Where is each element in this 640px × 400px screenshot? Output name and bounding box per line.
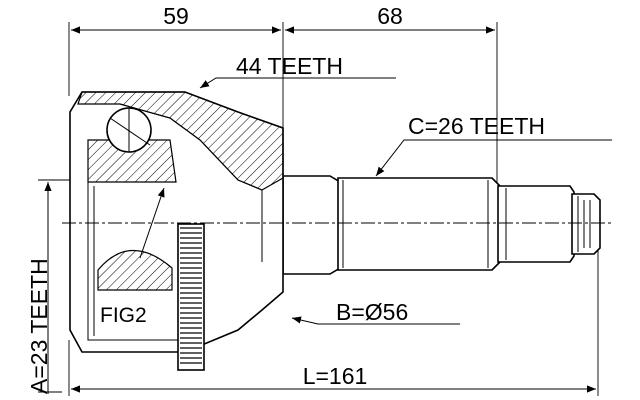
seal-diameter-label: B=Ø56 [336,299,408,325]
callout-leaders [199,77,612,325]
drive-shaft [282,175,601,275]
dimension-68-label: 68 [377,3,403,29]
outer-teeth-label: 44 TEETH [236,53,343,79]
length-dimension: L=161 [68,240,599,396]
inner-spline-dimension: A=23 TEETH [26,179,100,394]
fig2-label: FIG2 [100,304,147,327]
abs-tone-ring [177,223,205,371]
shaft-spline-label: C=26 TEETH [408,113,545,139]
length-label: L=161 [303,363,368,389]
dimension-59-label: 59 [163,3,189,29]
top-dimension: 59 68 [68,3,498,190]
inner-spline-label: A=23 TEETH [26,258,52,394]
outer-housing [69,91,284,353]
